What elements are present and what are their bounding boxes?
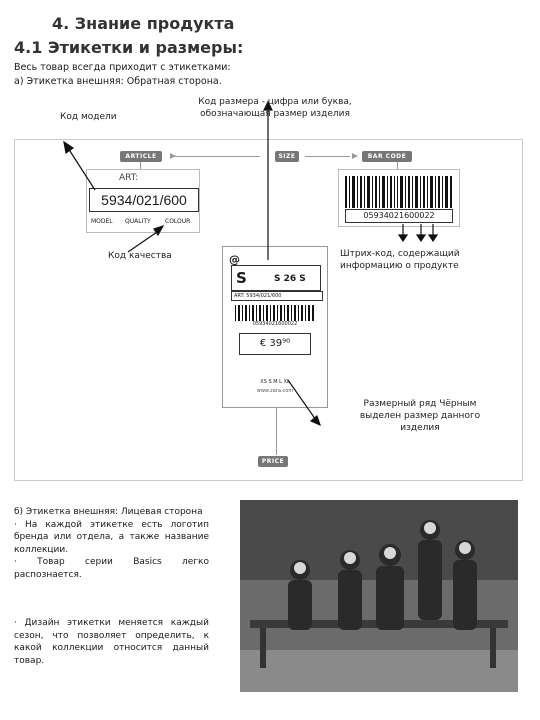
art-number: 5934/021/600 [89,188,199,212]
barcode-annotation: Штрих-код, содержащий информацию о проду… [340,249,460,271]
size-label: SIZE [275,151,299,162]
front-label-heading: б) Этикетка внешняя: Лицевая сторона [14,507,203,517]
price-tag: @ S S 26 S ART: 5934/021/600 05934021600… [222,246,328,408]
connector-line [170,156,260,157]
intro-line-2: а) Этикетка внешняя: Обратная сторона. [14,76,222,87]
size-range-annotation: Размерный ряд Чёрным выделен размер данн… [359,399,481,433]
basics-paragraph: · Товар серии Basics легко распознается. [14,557,209,580]
price-label: PRICE [258,456,288,467]
article-card: ART: 5934/021/600 MODEL QUALITY COLOUR [86,169,200,233]
article-label: ARTICLE [120,151,162,162]
brand-logo-icon: @ [229,253,240,266]
size-code-annotation: Код размера - цифра или буква, обозначаю… [198,97,352,119]
tag-size-number: S 26 S [274,274,306,284]
barcode-label: BAR CODE [362,151,412,162]
group-photo-image [240,500,518,692]
tag-size-box: S S 26 S [231,265,321,291]
arrow-down-icon [397,224,439,242]
tag-art: ART: 5934/021/600 [231,291,323,301]
design-paragraph: · Дизайн этикетки меняется каждый сезон,… [14,618,209,666]
quality-code-annotation: Код качества [108,251,172,261]
quality-caption: QUALITY [125,218,151,225]
tag-barcode-image [235,305,314,321]
colour-caption: COLOUR [165,218,191,225]
front-label-text: б) Этикетка внешняя: Лицевая сторона · Н… [14,506,209,667]
tag-barcode-number: 05934021600022 [252,321,298,327]
barcode-image [345,176,452,208]
tag-website: www.zara.com [256,388,294,394]
connector-line [140,162,141,170]
connector-line [397,162,398,170]
barcode-card: 05934021600022 [338,169,460,227]
barcode-number: 05934021600022 [345,209,453,223]
group-photo [240,500,518,692]
tag-size-letter: S [236,269,247,287]
tag-price: € 39⁹⁰ [239,333,311,355]
page-title: 4. Знание продукта [52,14,235,33]
section-title: 4.1 Этикетки и размеры: [14,38,244,57]
connector-line [305,156,350,157]
intro-line-1: Весь товар всегда приходит с этикетками: [14,62,231,73]
logo-paragraph: · На каждой этикетке есть логотип бренда… [14,519,209,555]
model-caption: MODEL [91,218,113,225]
art-caption: ART: [119,173,139,183]
model-code-annotation: Код модели [60,112,117,122]
tag-size-range: XS S M L XL [260,379,290,385]
intro-text: Весь товар всегда приходит с этикетками:… [14,61,231,89]
